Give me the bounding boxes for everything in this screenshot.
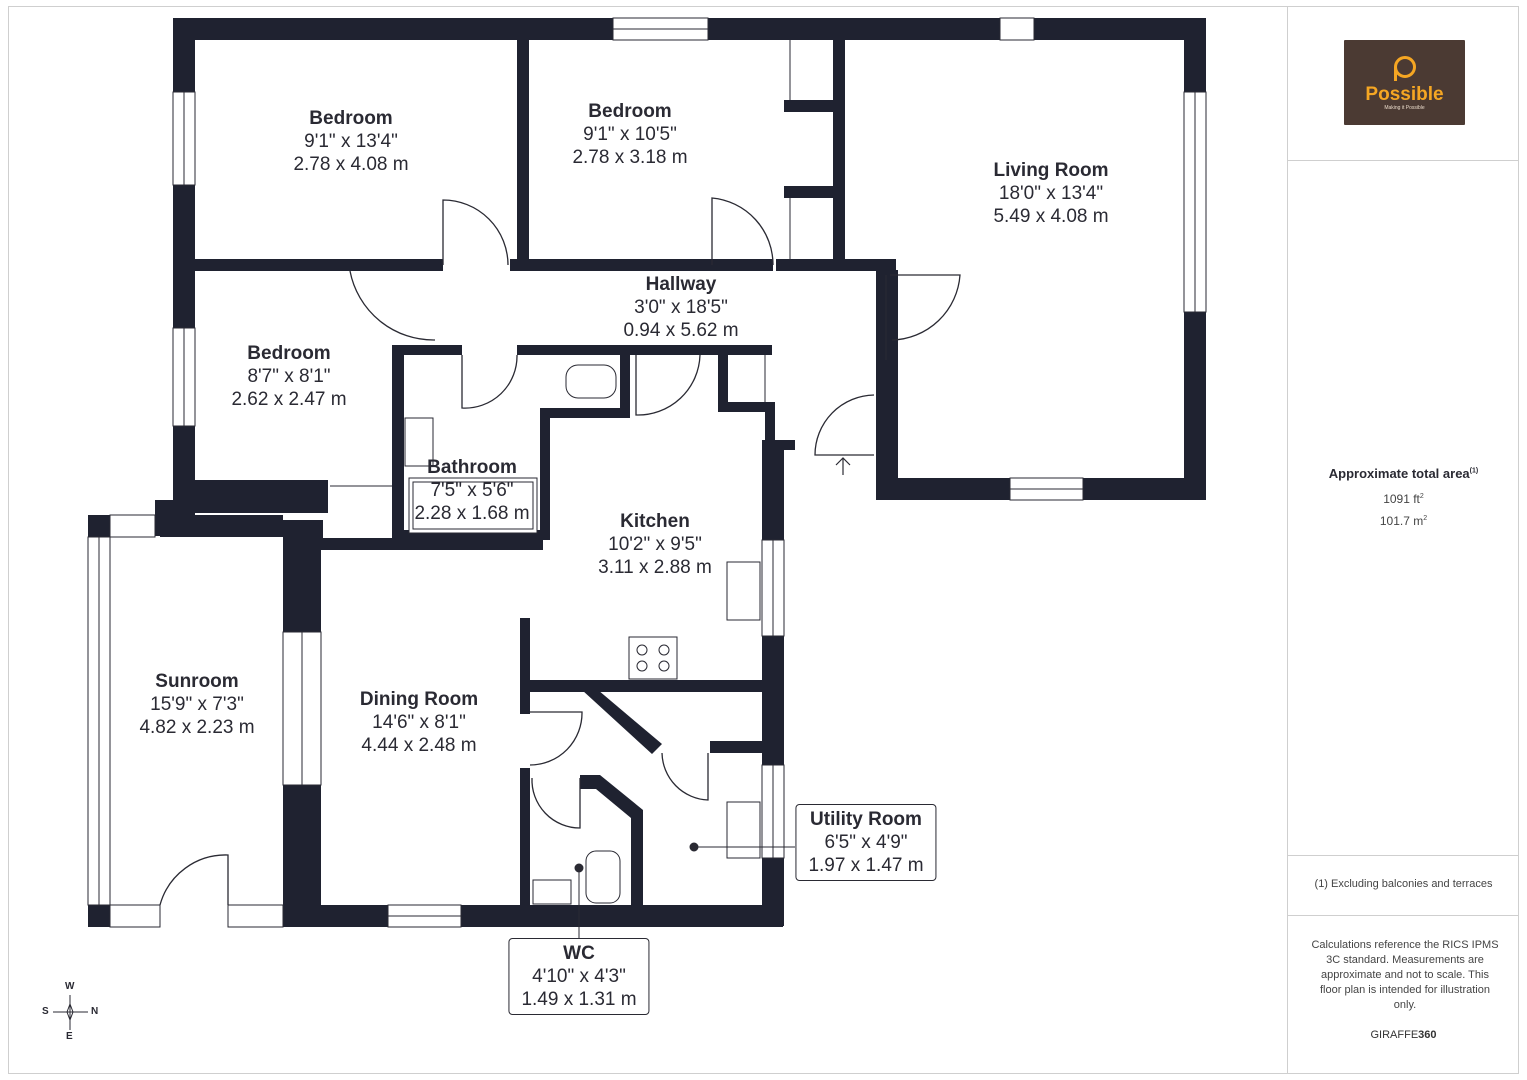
closet-rails [330, 40, 887, 487]
room-metric: 3.11 x 2.88 m [598, 557, 712, 578]
logo-name: Possible [1365, 84, 1444, 105]
room-name: Hallway [645, 274, 717, 295]
room-imperial: 9'1" x 13'4" [304, 131, 398, 152]
brand-prefix: GIRAFFE [1370, 1029, 1419, 1041]
room-label-hallway: Hallway 3'0" x 18'5" 0.94 x 5.62 m [623, 273, 738, 342]
room-imperial: 7'5" x 5'6" [430, 480, 514, 501]
room-metric: 2.62 x 2.47 m [231, 389, 347, 410]
room-imperial: 4'10" x 4'3" [532, 966, 626, 987]
area-note-marker: (1) [1469, 467, 1479, 475]
room-metric: 4.82 x 2.23 m [139, 717, 255, 738]
room-metric: 5.49 x 4.08 m [993, 206, 1109, 227]
entrance-arrow [835, 457, 851, 475]
room-name: Bedroom [588, 101, 672, 122]
room-label-wc: WC 4'10" x 4'3" 1.49 x 1.31 m [508, 938, 650, 1015]
room-metric: 0.94 x 5.62 m [623, 320, 739, 341]
compass-south: S [42, 1006, 49, 1017]
room-name: Living Room [993, 160, 1109, 181]
window-mullions [98, 28, 1196, 917]
logo-mark-icon [1394, 56, 1416, 81]
room-imperial: 14'6" x 8'1" [372, 712, 466, 733]
area-sqm: 101.7 m2 [1379, 514, 1428, 528]
possible-logo: Possible Making it Possible [1344, 40, 1465, 125]
area-title: Approximate total area(1) [1288, 466, 1519, 481]
room-label-bedroom-3: Bedroom 8'7" x 8'1" 2.62 x 2.47 m [231, 342, 346, 411]
room-metric: 1.49 x 1.31 m [521, 989, 637, 1010]
area-sqft-value: 1091 ft [1383, 492, 1420, 506]
room-name: Bathroom [427, 457, 517, 478]
floor-plan [53, 17, 1207, 1030]
page-frame [8, 6, 1519, 1074]
brand-suffix: 360 [1418, 1029, 1437, 1041]
label-pointers [574, 842, 795, 938]
compass-north: N [91, 1006, 99, 1017]
divider [1288, 915, 1519, 916]
divider [1288, 855, 1519, 856]
compass-west: W [65, 981, 75, 992]
room-metric: 2.78 x 3.18 m [572, 147, 688, 168]
fixtures [404, 364, 761, 905]
room-metric: 1.97 x 1.47 m [808, 855, 924, 876]
room-imperial: 9'1" x 10'5" [583, 124, 677, 145]
room-name: Bedroom [309, 108, 393, 129]
room-name: Dining Room [359, 689, 479, 710]
room-label-bathroom: Bathroom 7'5" x 5'6" 2.28 x 1.68 m [414, 456, 529, 525]
room-name: WC [563, 943, 595, 964]
footnote: (1) Excluding balconies and terraces [1314, 878, 1493, 890]
divider [1288, 160, 1519, 161]
compass-icon [53, 995, 88, 1030]
room-label-kitchen: Kitchen 10'2" x 9'5" 3.11 x 2.88 m [598, 510, 712, 579]
room-imperial: 15'9" x 7'3" [150, 694, 244, 715]
room-metric: 2.78 x 4.08 m [293, 154, 409, 175]
room-imperial: 6'5" x 4'9" [824, 832, 908, 853]
room-label-utility-room: Utility Room 6'5" x 4'9" 1.97 x 1.47 m [795, 804, 937, 881]
room-imperial: 8'7" x 8'1" [247, 366, 331, 387]
room-label-bedroom-2: Bedroom 9'1" x 10'5" 2.78 x 3.18 m [572, 100, 687, 169]
brand-credit: GIRAFFE360 [1288, 1029, 1519, 1041]
area-sqm-value: 101.7 m [1379, 514, 1424, 528]
room-label-living-room: Living Room 18'0" x 13'4" 5.49 x 4.08 m [993, 159, 1108, 228]
area-title-text: Approximate total area [1328, 466, 1470, 481]
room-name: Bedroom [247, 343, 331, 364]
room-label-sunroom: Sunroom 15'9" x 7'3" 4.82 x 2.23 m [139, 670, 254, 739]
room-imperial: 18'0" x 13'4" [998, 183, 1104, 204]
area-sqft: 1091 ft2 [1383, 492, 1424, 506]
room-metric: 4.44 x 2.48 m [361, 735, 477, 756]
disclaimer: Calculations reference the RICS IPMS 3C … [1311, 939, 1499, 1011]
compass-east: E [66, 1031, 73, 1042]
room-imperial: 3'0" x 18'5" [634, 297, 728, 318]
info-sidebar: Possible Making it Possible Approximate … [1287, 6, 1519, 1074]
doors [159, 197, 961, 906]
room-name: Utility Room [810, 809, 922, 830]
logo-tagline: Making it Possible [1384, 105, 1425, 111]
room-metric: 2.28 x 1.68 m [414, 503, 530, 524]
room-label-bedroom-1: Bedroom 9'1" x 13'4" 2.78 x 4.08 m [293, 107, 408, 176]
room-name: Sunroom [155, 671, 239, 692]
room-name: Kitchen [620, 511, 690, 532]
room-label-dining-room: Dining Room 14'6" x 8'1" 4.44 x 2.48 m [360, 688, 478, 757]
room-imperial: 10'2" x 9'5" [608, 534, 702, 555]
